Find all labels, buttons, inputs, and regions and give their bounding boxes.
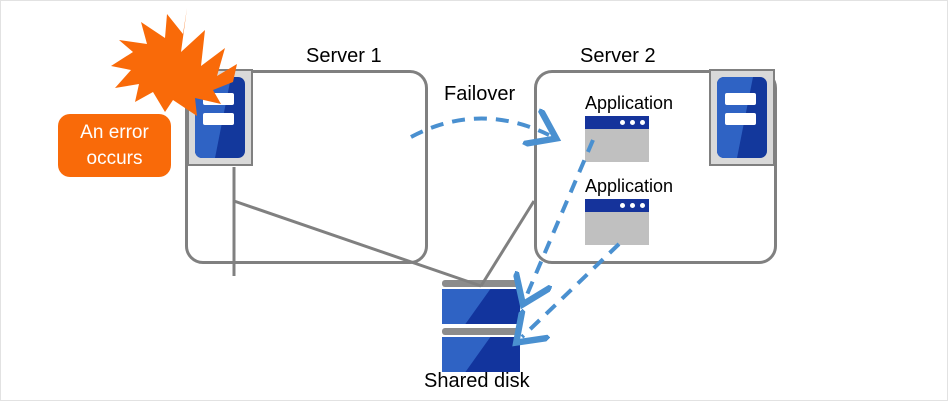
failover-label: Failover	[444, 83, 516, 105]
shared-disk-icon	[442, 280, 520, 372]
failover-arrow	[410, 118, 549, 137]
server1-title: Server 1	[306, 45, 382, 67]
error-callout-line-1: An error	[80, 121, 149, 143]
application-1-icon	[585, 116, 649, 162]
server-icon-bar-2	[725, 112, 756, 125]
server-icon-bar-1	[203, 93, 234, 106]
server2-machine-icon-body	[717, 77, 767, 158]
application-window-titlebar	[585, 116, 649, 129]
disk-cap	[442, 280, 520, 287]
application-2-label: Application	[585, 176, 674, 196]
application-2-icon	[585, 199, 649, 245]
server-icon-bar-1	[725, 93, 756, 106]
window-dot-icon	[620, 202, 625, 208]
shared-disk-unit-1	[442, 280, 520, 324]
server-icon-bar-2	[203, 112, 234, 125]
server1-machine-icon	[187, 69, 253, 166]
shared-disk-unit-2	[442, 328, 520, 372]
server2-title: Server 2	[580, 45, 656, 67]
server2-machine-icon	[709, 69, 775, 166]
window-dot-icon	[640, 202, 645, 208]
server2-disk-connector	[479, 200, 536, 287]
application-1-label: Application	[585, 93, 674, 113]
window-dot-icon	[630, 202, 635, 208]
disk-body	[442, 337, 520, 372]
error-callout-line-2: occurs	[86, 147, 143, 169]
error-callout: An error occurs	[58, 114, 171, 177]
shared-disk-label: Shared disk	[424, 370, 530, 392]
disk-cap	[442, 328, 520, 335]
server1-machine-icon-body	[195, 77, 245, 158]
window-dot-icon	[630, 119, 635, 125]
disk-body	[442, 289, 520, 324]
window-dot-icon	[640, 119, 645, 125]
application-window-titlebar	[585, 199, 649, 212]
window-dot-icon	[620, 119, 625, 125]
